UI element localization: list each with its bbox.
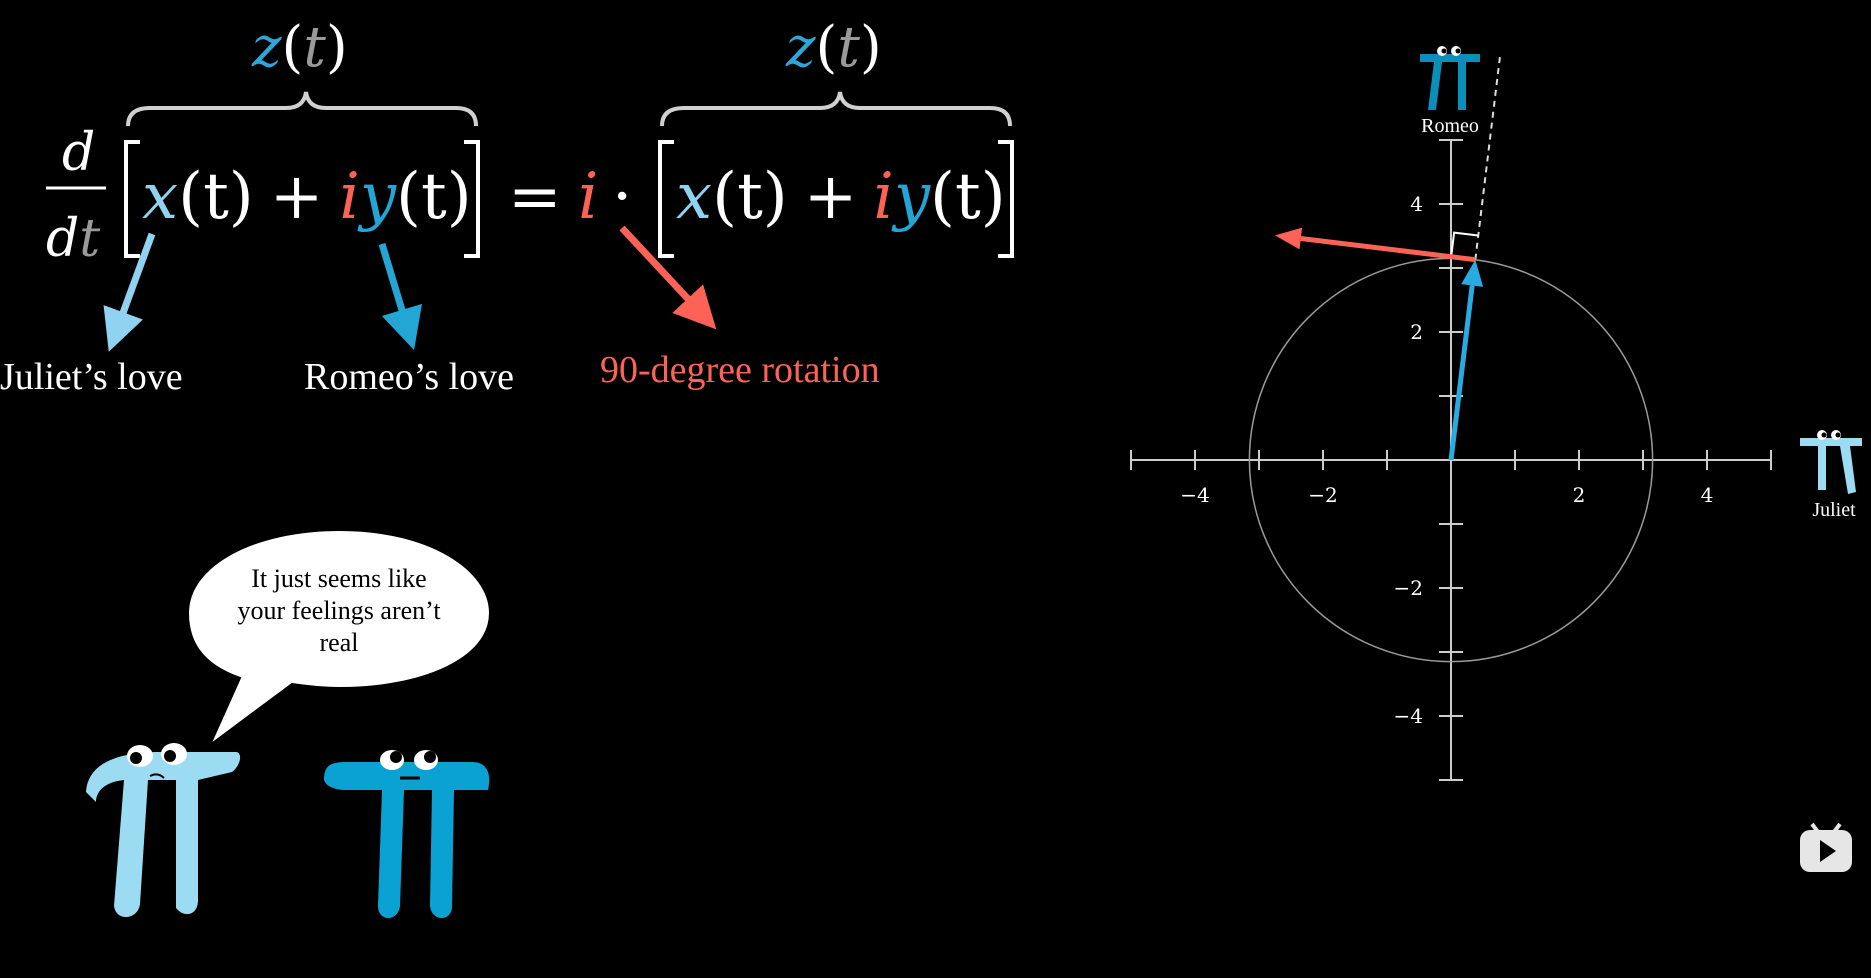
rhs-left-bracket [658, 140, 674, 258]
rotation-arrow [619, 225, 717, 330]
romeo-axis-pi-icon [1420, 46, 1480, 110]
romeo-love-label: Romeo’s love [304, 356, 515, 398]
right-angle-marker [1450, 231, 1479, 257]
lhs-left-bracket [124, 140, 140, 258]
derivative-denominator: dt [46, 209, 100, 269]
derivative-vector-arrow [1300, 236, 1476, 263]
lhs-overbrace [126, 91, 478, 127]
y-tick-label: 2 [1410, 320, 1423, 344]
y-tick-label: −4 [1394, 704, 1423, 728]
rhs-brace-label: z(t) [785, 15, 882, 80]
rhs-overbrace [660, 91, 1012, 127]
multiply-dot: · [612, 160, 632, 234]
romeo-pi-creature [324, 750, 490, 918]
equals-sign: = [508, 160, 562, 234]
rhs-inner-expression: x(t)+iy(t) [676, 160, 1006, 234]
y-tick-label: −2 [1394, 576, 1423, 600]
derivative-vector-arrowhead [1275, 227, 1303, 250]
speech-bubble [186, 528, 492, 749]
juliet-pi-creature [86, 743, 241, 918]
x-tick-label: −2 [1308, 483, 1337, 507]
juliet-love-arrow [103, 232, 156, 352]
plot-ticks: −4 −2 2 4 4 2 −2 −4 [1130, 139, 1772, 781]
lhs-right-bracket [464, 140, 480, 258]
speech-line: It just seems like [251, 564, 427, 593]
romeo-love-arrow [378, 242, 423, 351]
play-icon[interactable] [1798, 822, 1854, 874]
x-tick-label: 2 [1573, 483, 1586, 507]
x-tick-label: 4 [1701, 483, 1714, 507]
speech-bubble-text: It just seems like your feelings aren’t … [208, 563, 470, 659]
speech-line: your feelings aren’t [237, 596, 441, 625]
rotation-label: 90-degree rotation [600, 349, 880, 391]
y-axis-label: Romeo [1421, 115, 1479, 137]
speech-line: real [319, 628, 359, 657]
y-tick-label: 4 [1410, 192, 1423, 216]
juliet-love-label: Juliet’s love [0, 356, 183, 398]
x-tick-label: −4 [1180, 483, 1209, 507]
rhs-i: i [578, 160, 598, 234]
state-vector-arrow [1448, 285, 1475, 461]
derivative-numerator: d [62, 123, 95, 183]
lhs-inner-expression: x(t)+iy(t) [142, 160, 472, 234]
rhs-right-bracket [998, 140, 1014, 258]
lhs-brace-label: z(t) [251, 15, 348, 80]
juliet-axis-pi-icon [1800, 430, 1862, 494]
radial-extension-line [1474, 53, 1502, 260]
x-axis-label: Juliet [1812, 499, 1856, 521]
state-vector-arrowhead [1461, 259, 1484, 287]
